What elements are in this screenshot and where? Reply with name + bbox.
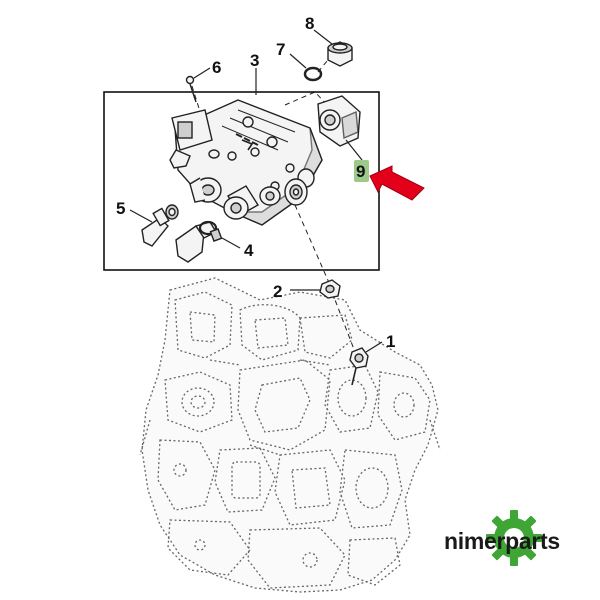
callout-8: 8 (305, 14, 314, 33)
bolt-1 (349, 347, 369, 386)
transmission-housing-outline (139, 277, 441, 593)
callout-9: 9 (356, 162, 365, 181)
leader-8 (313, 29, 333, 45)
right-port-fitting (284, 178, 308, 206)
assembly-line-nut-to-housing (331, 291, 356, 353)
callout-4: 4 (244, 241, 254, 260)
assembly-line-valve-to-housing (294, 204, 331, 286)
callout-6: 6 (212, 58, 221, 77)
pointer-arrow (369, 165, 425, 201)
leader-7 (289, 53, 307, 69)
callout-1: 1 (386, 332, 395, 351)
callout-5: 5 (116, 199, 125, 218)
callout-9-highlight (354, 160, 369, 182)
leader-4 (221, 237, 241, 249)
solenoid-coil (223, 185, 259, 220)
bolt-6 (185, 75, 220, 159)
sensor-4 (175, 220, 223, 263)
brand-gear-icon (486, 510, 542, 566)
solenoid-connector-9 (317, 95, 361, 147)
o-ring-7 (303, 66, 323, 82)
callout-2: 2 (273, 282, 282, 301)
port-fitting (189, 177, 222, 203)
plug-8 (327, 41, 353, 67)
leader-6 (193, 67, 211, 79)
leader-1 (365, 341, 383, 353)
callout-3: 3 (250, 51, 259, 70)
leader-9 (345, 139, 363, 161)
mounting-bracket (169, 149, 191, 169)
callout-7: 7 (276, 40, 285, 59)
brand-name: nimerparts (444, 528, 560, 554)
sensor-5 (141, 204, 179, 247)
leader-5 (129, 209, 153, 223)
nut-2 (319, 279, 341, 299)
